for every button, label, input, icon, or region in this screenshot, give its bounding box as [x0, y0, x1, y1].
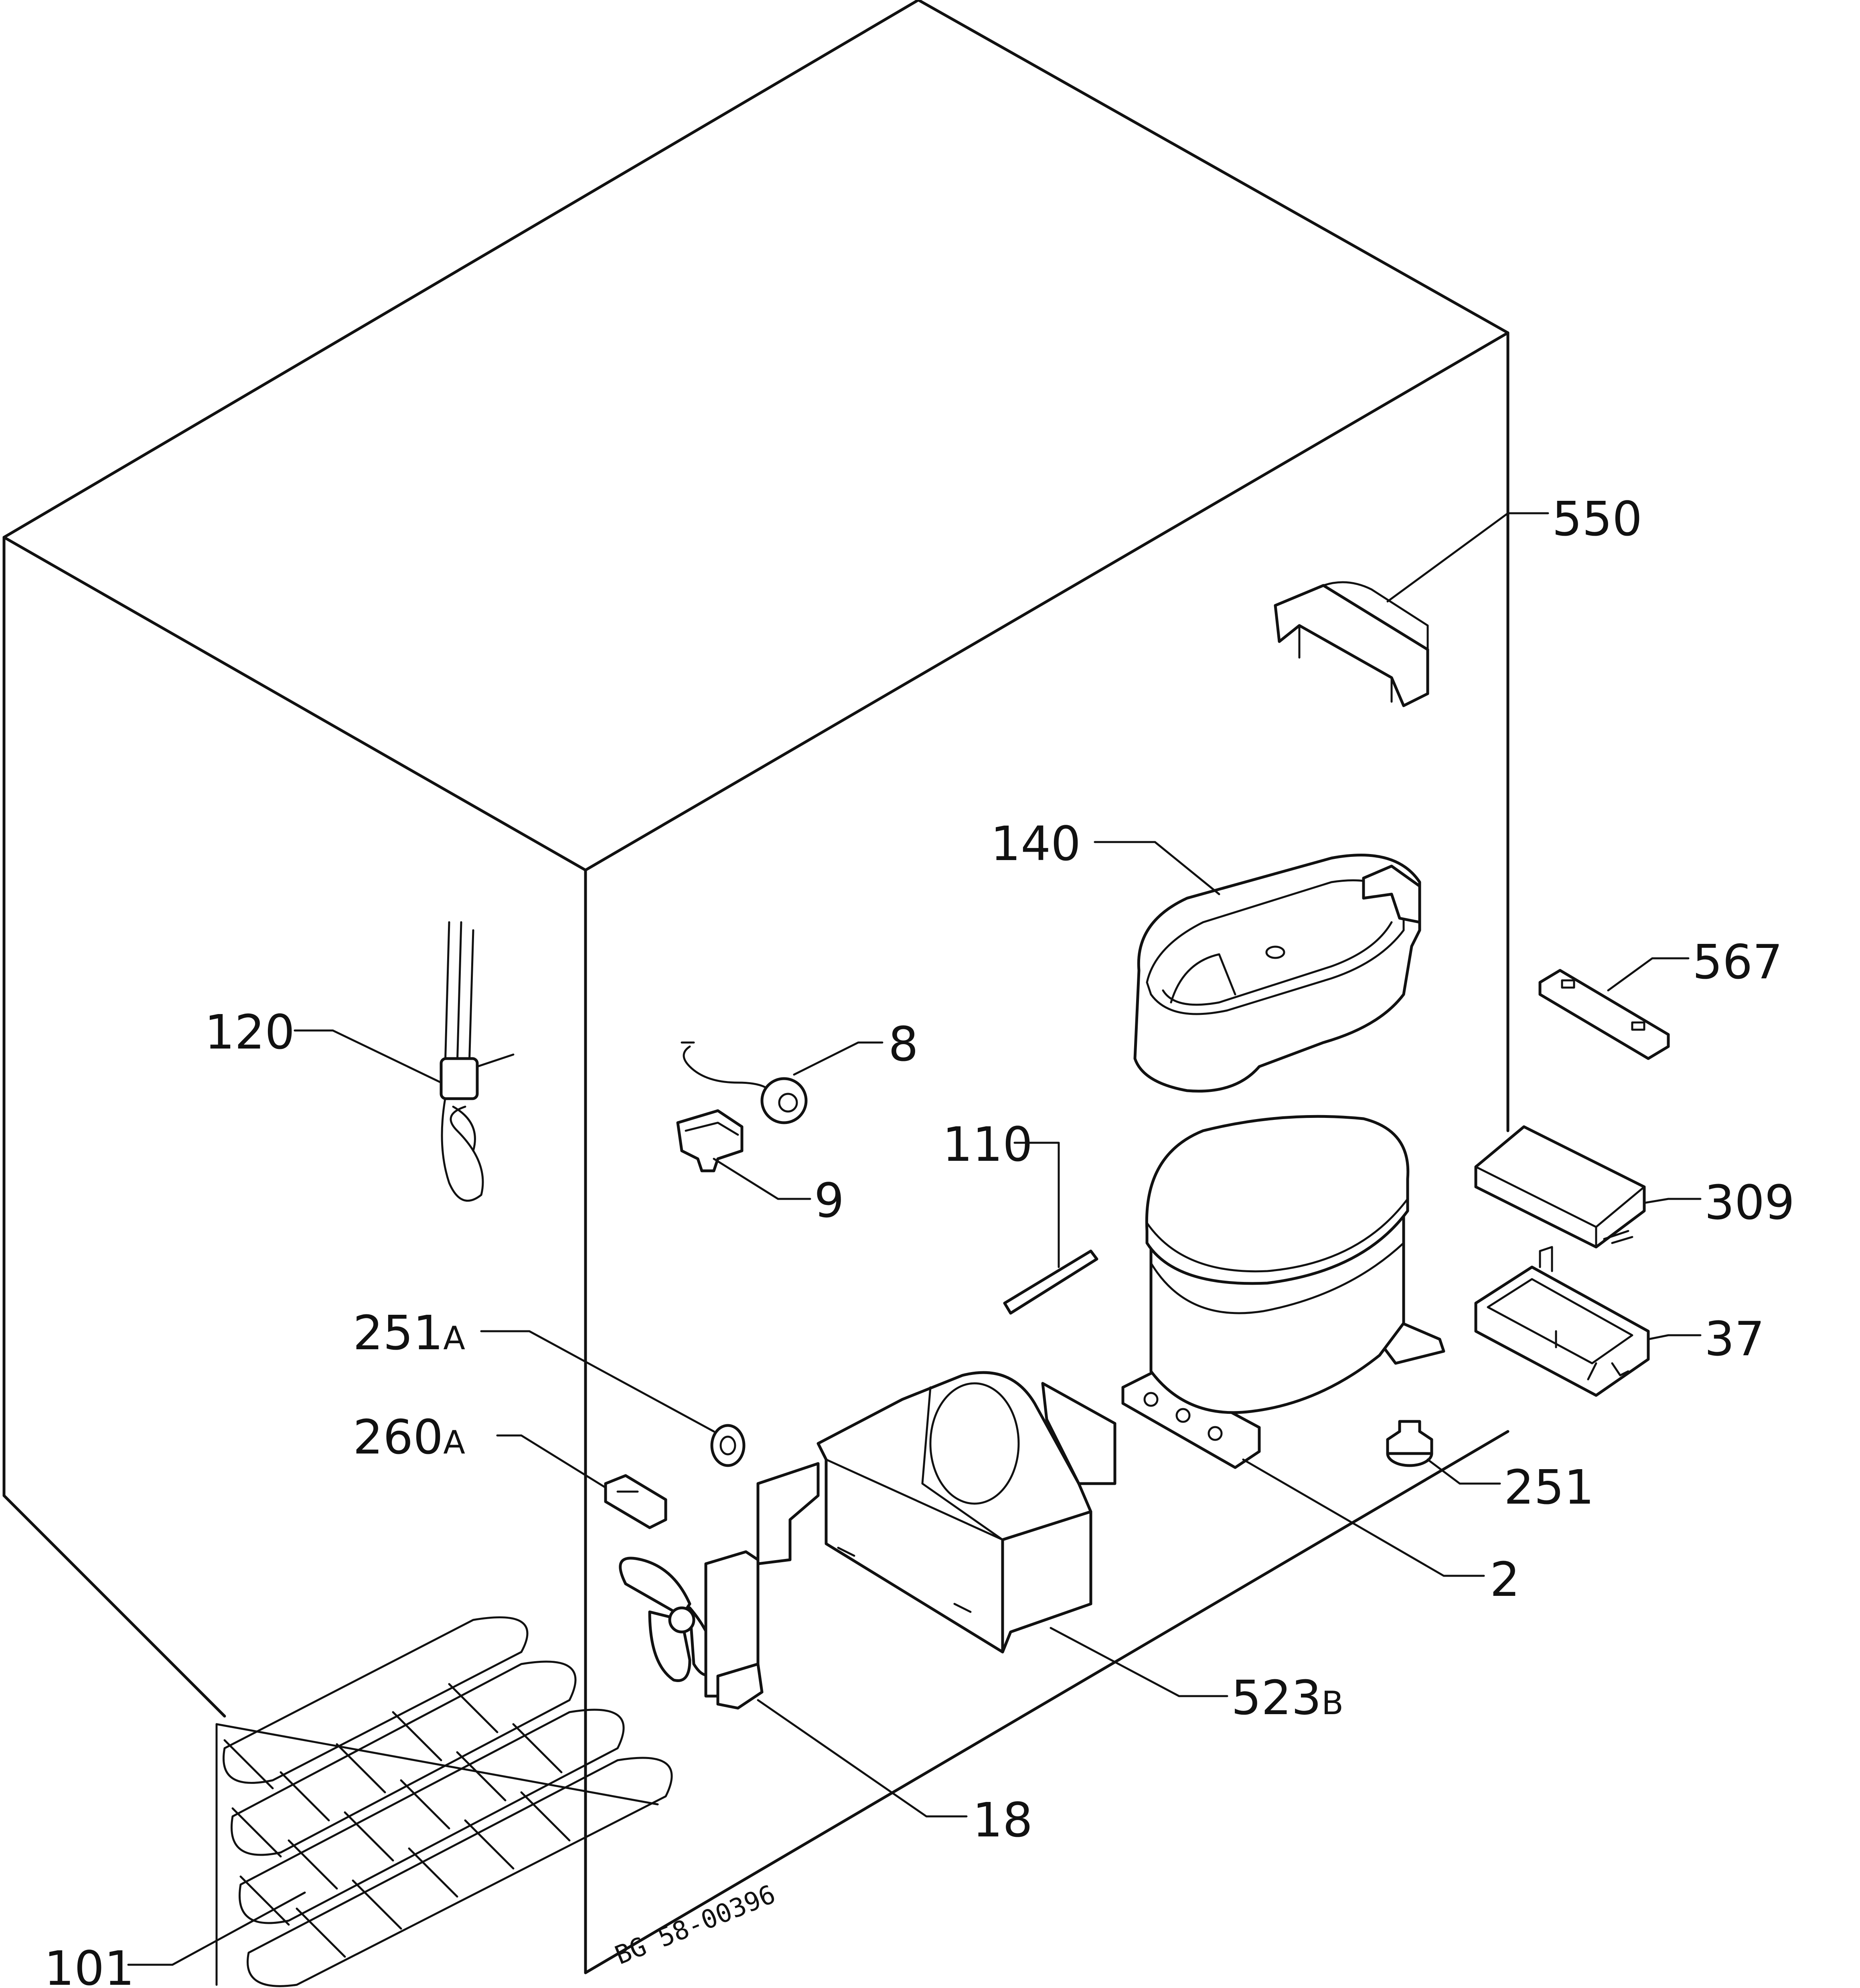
label-260a: 260A — [353, 1409, 465, 1465]
part-567-plate — [1538, 969, 1670, 1060]
part-120-sensor — [440, 921, 515, 1202]
drawing-code: BG 58-00396 — [611, 1879, 780, 1970]
label-140: 140 — [991, 816, 1081, 871]
label-101: 101 — [44, 1941, 134, 1988]
part-9-switch — [676, 1109, 744, 1172]
cabinet-outline — [2, 0, 1509, 1974]
label-8: 8 — [888, 1016, 918, 1072]
leader-lines — [127, 512, 1702, 1966]
part-18-fan — [619, 1550, 764, 1710]
label-251: 251 — [1504, 1460, 1594, 1515]
part-110-pin — [1003, 1249, 1098, 1315]
label-567: 567 — [1692, 934, 1783, 990]
label-9: 9 — [814, 1173, 844, 1228]
label-37: 37 — [1704, 1311, 1765, 1366]
part-8-thermostat — [681, 1041, 808, 1124]
label-550: 550 — [1552, 491, 1642, 547]
part-251-foot — [1386, 1420, 1433, 1467]
part-labels: 550 140 567 120 8 9 110 309 251A 37 260A… — [44, 491, 1795, 1988]
part-140-cover — [1133, 854, 1421, 1093]
label-110: 110 — [942, 1117, 1033, 1172]
part-309-box — [1474, 1125, 1646, 1249]
part-523b-shroud — [756, 1371, 1116, 1654]
label-309: 309 — [1704, 1175, 1795, 1230]
label-251a: 251A — [353, 1305, 465, 1360]
part-37-frame — [1474, 1246, 1650, 1397]
label-523b: 523B — [1231, 1670, 1343, 1725]
part-251a-grommet — [710, 1424, 746, 1467]
part-2-compressor — [1121, 1115, 1445, 1469]
part-101-condenser — [215, 1616, 673, 1987]
label-120: 120 — [205, 1004, 295, 1060]
part-260a-clip — [604, 1474, 667, 1529]
label-18: 18 — [973, 1792, 1033, 1848]
part-550-bracket — [1274, 581, 1429, 707]
label-2: 2 — [1490, 1552, 1520, 1607]
